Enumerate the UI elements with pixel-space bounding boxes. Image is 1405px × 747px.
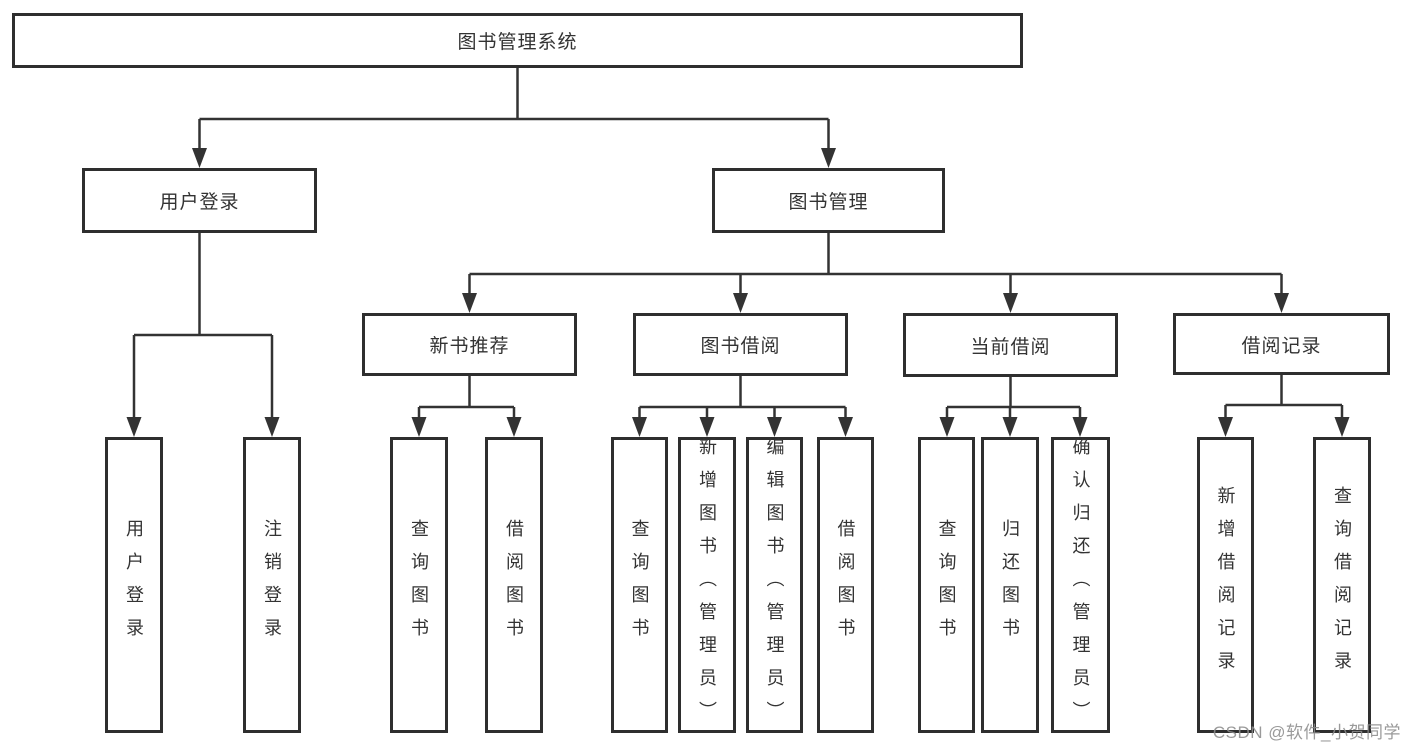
- node-label: 编辑图书（管理员）: [764, 436, 785, 734]
- arrowhead: [411, 417, 427, 437]
- node-label: 确认归还（管理员）: [1070, 436, 1091, 734]
- arrowhead: [1218, 417, 1233, 437]
- arrowhead: [1002, 417, 1018, 437]
- node-book-borrow: 图书借阅: [633, 313, 848, 376]
- arrowhead: [1334, 417, 1350, 437]
- leaf-query-books-borrow: 查询图书: [611, 437, 668, 733]
- node-book-management: 图书管理: [712, 168, 945, 233]
- arrowhead: [632, 417, 647, 437]
- leaf-confirm-return-admin: 确认归还（管理员）: [1051, 436, 1110, 734]
- node-user-login: 用户登录: [82, 168, 317, 233]
- leaf-borrow-books: 借阅图书: [817, 437, 874, 733]
- node-library-management-system: 图书管理系统: [12, 13, 1023, 68]
- arrowhead: [126, 417, 142, 437]
- connector-borrow-records-children: [1218, 375, 1350, 437]
- arrowhead: [1003, 293, 1018, 313]
- node-label: 查询借阅记录: [1332, 486, 1352, 684]
- arrowhead: [821, 148, 836, 168]
- arrowhead: [506, 417, 522, 437]
- node-label: 借阅图书: [504, 519, 524, 651]
- leaf-return-books: 归还图书: [981, 437, 1039, 733]
- node-label: 用户登录: [159, 192, 240, 213]
- node-label: 图书管理系统: [457, 32, 578, 53]
- connector-user-login-children: [126, 233, 280, 437]
- leaf-add-borrow-record: 新增借阅记录: [1197, 437, 1254, 733]
- leaf-user-login: 用户登录: [105, 437, 163, 733]
- connector-book-management-children: [462, 233, 1289, 313]
- leaf-query-books-recommend: 查询图书: [390, 437, 448, 733]
- node-label: 当前借阅: [970, 336, 1051, 358]
- node-label: 借阅图书: [835, 519, 856, 651]
- node-label: 查询图书: [629, 519, 650, 651]
- leaf-logout: 注销登录: [243, 437, 301, 733]
- node-label: 注销登录: [262, 519, 282, 651]
- node-label: 用户登录: [124, 519, 144, 651]
- leaf-query-borrow-record: 查询借阅记录: [1313, 437, 1371, 733]
- watermark: CSDN @软件_小贺同学: [1212, 723, 1401, 742]
- arrowhead: [939, 417, 955, 437]
- node-label: 图书借阅: [700, 336, 781, 357]
- arrowhead: [462, 293, 477, 313]
- arrowhead: [838, 417, 853, 437]
- node-current-borrow: 当前借阅: [903, 313, 1118, 377]
- arrowhead: [767, 417, 782, 437]
- node-label: 图书管理: [788, 192, 869, 213]
- arrowhead: [192, 148, 207, 168]
- node-label: 查询图书: [936, 519, 957, 651]
- leaf-edit-books-admin: 编辑图书（管理员）: [746, 436, 803, 734]
- node-label: 新增图书（管理员）: [697, 436, 717, 734]
- connector-book-borrow-children: [632, 376, 853, 437]
- connector-new-book-recommend-children: [411, 376, 522, 437]
- node-label: 归还图书: [1000, 519, 1020, 651]
- node-borrow-records: 借阅记录: [1173, 313, 1390, 375]
- arrowhead: [1274, 293, 1289, 313]
- node-label: 新增借阅记录: [1215, 486, 1236, 684]
- node-new-book-recommend: 新书推荐: [362, 313, 577, 376]
- leaf-add-books-admin: 新增图书（管理员）: [678, 436, 736, 734]
- arrowhead: [699, 417, 715, 437]
- leaf-query-books-current: 查询图书: [918, 437, 975, 733]
- connector-root-to-level1: [192, 68, 836, 168]
- arrowhead: [1072, 417, 1088, 437]
- node-label: 新书推荐: [429, 336, 510, 357]
- leaf-borrow-books-recommend: 借阅图书: [485, 437, 543, 733]
- connector-current-borrow-children: [939, 377, 1088, 437]
- arrowhead: [733, 293, 748, 313]
- node-label: 借阅记录: [1241, 335, 1322, 357]
- node-label: 查询图书: [409, 519, 429, 651]
- arrowhead: [264, 417, 280, 437]
